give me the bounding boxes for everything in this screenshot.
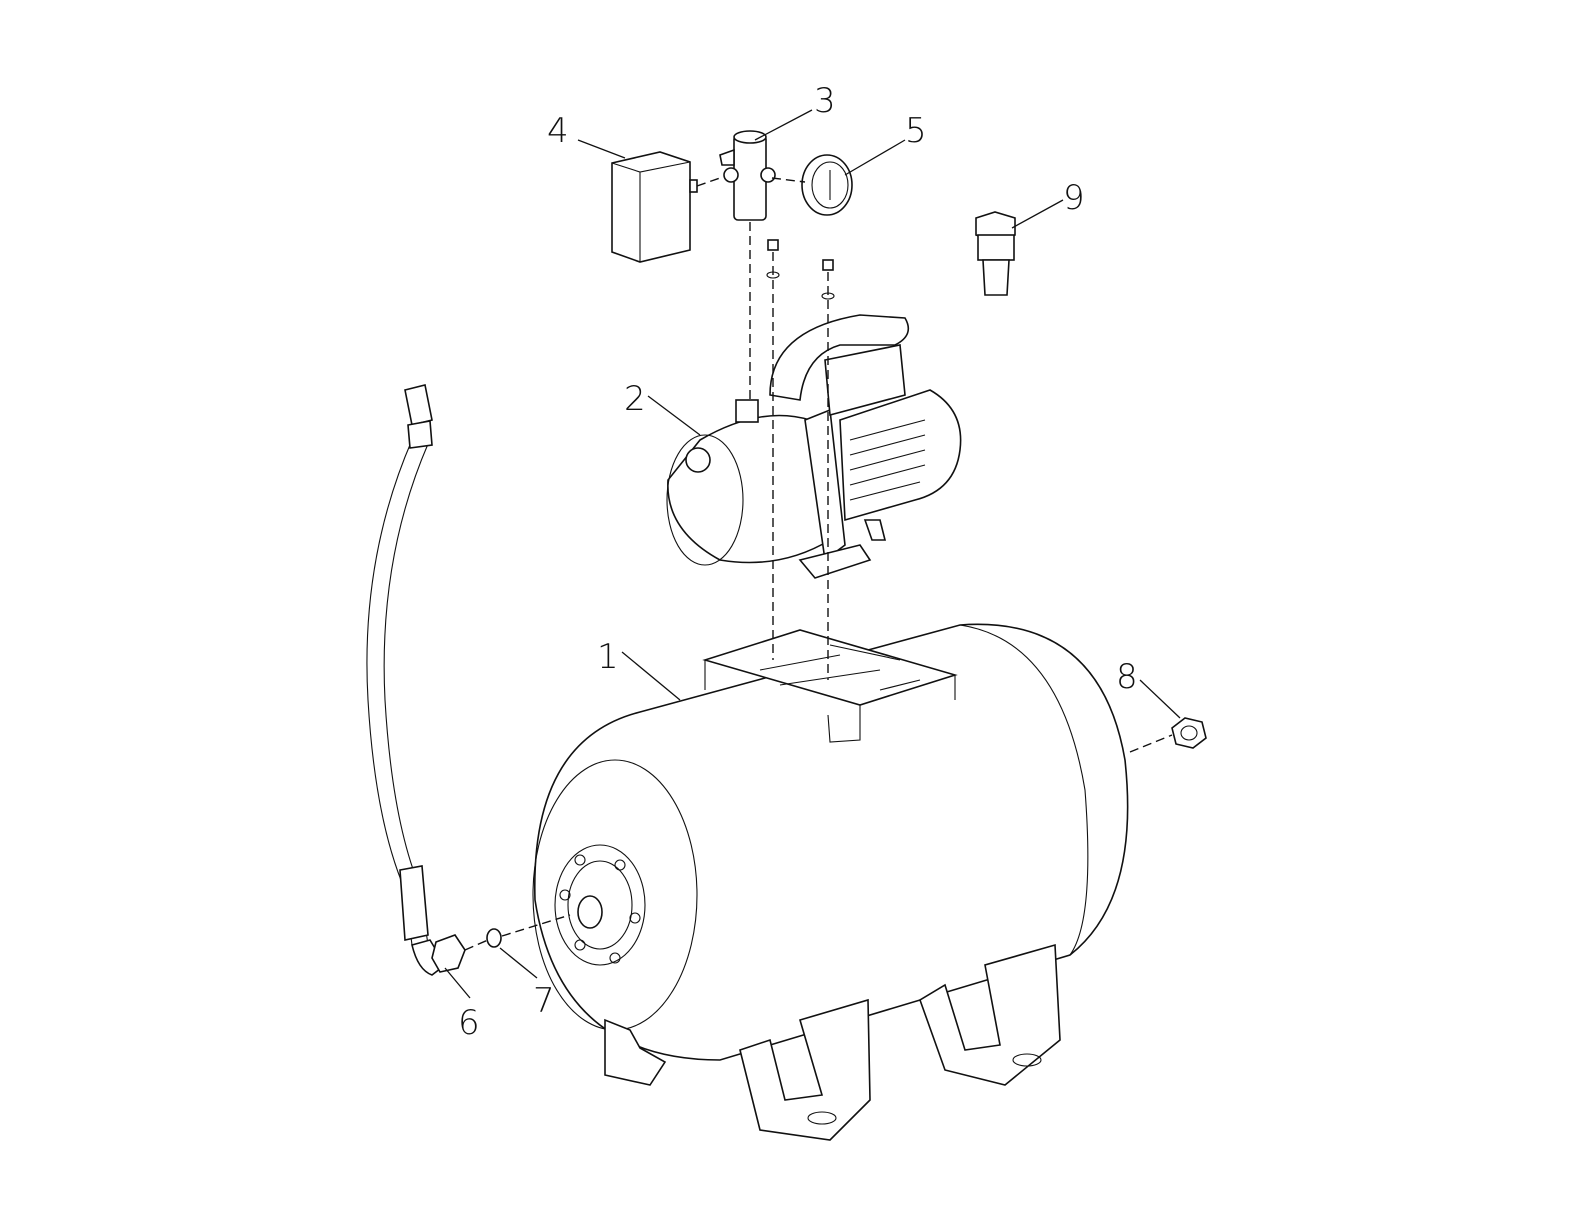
callout-6: 6 <box>458 1003 480 1043</box>
check-valve-fitting <box>975 211 1016 296</box>
callout-1: 1 <box>597 637 619 677</box>
callout-9: 9 <box>1063 178 1085 218</box>
five-way-fitting <box>719 130 776 221</box>
nut <box>1171 717 1207 749</box>
pressure-tank <box>532 623 1129 1061</box>
jet-pump <box>666 314 962 579</box>
tank-feet <box>604 943 1061 1141</box>
bolts-and-washers <box>766 239 835 300</box>
callout-4: 4 <box>547 111 569 151</box>
callout-2: 2 <box>624 379 646 419</box>
pressure-gauge <box>801 154 853 216</box>
callout-5: 5 <box>905 111 927 151</box>
leader-lines <box>444 109 1181 999</box>
flexible-hose <box>366 384 466 976</box>
pressure-switch <box>611 151 698 263</box>
callout-3: 3 <box>814 81 836 121</box>
callout-7: 7 <box>533 981 555 1021</box>
mounting-plate <box>702 629 958 743</box>
callout-8: 8 <box>1116 657 1138 697</box>
assembly-lines <box>464 177 1173 951</box>
o-ring <box>486 928 502 948</box>
